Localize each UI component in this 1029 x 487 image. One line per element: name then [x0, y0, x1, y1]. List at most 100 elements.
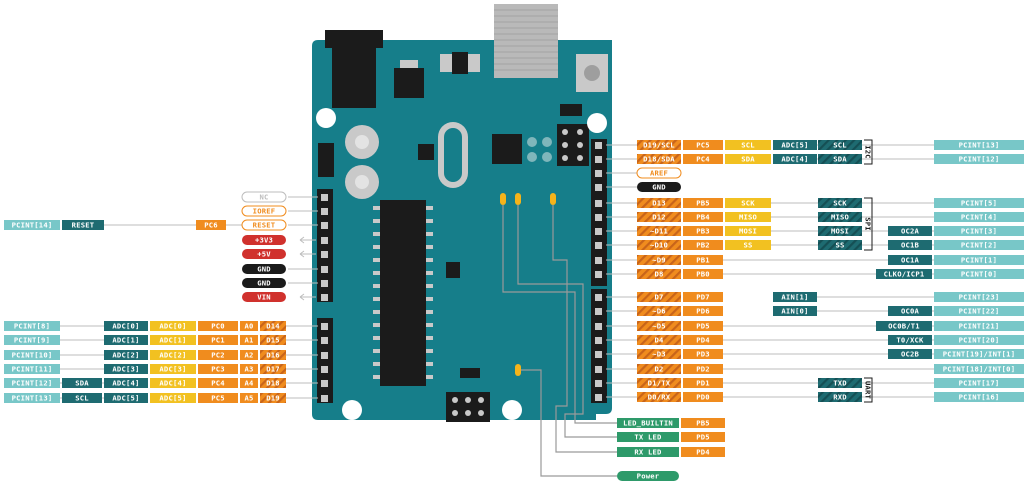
right-pin-0-bus-text: SCL — [833, 141, 847, 150]
right-pin-6-bus: MOSI — [818, 226, 862, 236]
left-analog-pin-4-alt: SDA — [62, 378, 102, 388]
left-analog-pin-1-a: A1 — [240, 335, 258, 345]
right-pin-2-name-text: AREF — [650, 169, 668, 178]
left-analog-pin-2-port-text: PC2 — [211, 351, 225, 360]
left-analog-pin-1-port-text: PC1 — [211, 336, 225, 345]
left-analog-pin-0-a: A0 — [240, 321, 258, 331]
left-power-pin-0-text: NC — [259, 193, 268, 202]
left-analog-pin-4-adc2-text: ADC[4] — [159, 379, 186, 388]
left-analog-pin-0-adc-text: ADC[0] — [112, 322, 139, 331]
left-power-pin-2: RESET — [241, 219, 287, 231]
left-analog-pin-3-pcint: PCINT[11] — [4, 364, 60, 374]
header-digital-low — [591, 289, 607, 403]
right-pin-10-pcint-text: PCINT[23] — [959, 293, 1000, 302]
right-pin-12-port: PD5 — [683, 321, 723, 331]
right-pin-10-adc: AIN[1] — [773, 292, 817, 302]
right-pin-12-timer-text: OC0B/T1 — [888, 322, 920, 331]
left-power-pin-7-text: VIN — [257, 293, 271, 302]
right-pin-2-name: AREF — [636, 167, 682, 179]
left-analog-pin-5-d-text: D19 — [266, 394, 280, 403]
right-pin-9-name-text: D8 — [654, 270, 663, 279]
right-pin-8-name-text: ~D9 — [652, 256, 666, 265]
led-label-0-text: LED_BUILTIN — [623, 419, 673, 428]
left-analog-pin-4-adc: ADC[4] — [104, 378, 148, 388]
right-pin-0-bus: SCL — [818, 140, 862, 150]
right-pin-15-pcint-text: PCINT[18]/INT[0] — [943, 365, 1015, 374]
right-pin-13-port: PD4 — [683, 335, 723, 345]
right-pin-7-name-text: ~D10 — [650, 241, 668, 250]
left-power-pcint-2: PCINT[14] — [4, 220, 60, 230]
right-pin-4-func-text: SCK — [741, 199, 755, 208]
left-analog-pin-3-pcint-text: PCINT[11] — [12, 365, 53, 374]
right-pin-13-timer: T0/XCK — [888, 335, 932, 345]
right-pin-7-port-text: PB2 — [696, 241, 710, 250]
right-pin-0-port-text: PC5 — [696, 141, 710, 150]
left-power-pin-6-text: GND — [257, 279, 271, 288]
left-analog-pin-3-a-text: A3 — [244, 365, 253, 374]
right-pin-1-name: D18/SDA — [637, 154, 681, 164]
right-pin-9-timer-text: CLKO/ICP1 — [884, 270, 925, 279]
right-pin-14-pcint: PCINT[19]/INT[1] — [934, 349, 1024, 359]
left-analog-pin-3-adc2-text: ADC[3] — [159, 365, 186, 374]
left-analog-pin-2-adc: ADC[2] — [104, 350, 148, 360]
left-analog-pin-4-port: PC4 — [198, 378, 238, 388]
right-pin-5-port-text: PB4 — [696, 213, 710, 222]
right-pin-14-timer: OC2B — [888, 349, 932, 359]
left-analog-pin-5-pcint: PCINT[13] — [4, 393, 60, 403]
right-pin-8-timer: OC1A — [888, 255, 932, 265]
right-pin-0-port: PC5 — [683, 140, 723, 150]
power-jack — [325, 30, 383, 48]
left-analog-pin-3-d: D17 — [260, 364, 286, 374]
right-pin-0-adc: ADC[5] — [773, 140, 817, 150]
right-pin-14-pcint-text: PCINT[19]/INT[1] — [943, 350, 1015, 359]
right-pin-9-pcint-text: PCINT[0] — [961, 270, 997, 279]
right-pin-1-adc: ADC[4] — [773, 154, 817, 164]
right-pin-11-pcint: PCINT[22] — [934, 306, 1024, 316]
left-power-pin-4: +5V — [242, 249, 286, 259]
right-pin-15-pcint: PCINT[18]/INT[0] — [934, 364, 1024, 374]
right-pin-1-port-text: PC4 — [696, 155, 710, 164]
led-port-2: PD4 — [681, 447, 725, 457]
right-pin-6-name-text: ~D11 — [650, 227, 668, 236]
led-marker-3 — [515, 364, 521, 376]
right-pin-1-adc-text: ADC[4] — [781, 155, 808, 164]
right-pin-16-port-text: PD1 — [696, 379, 710, 388]
left-analog-pin-5-a-text: A5 — [244, 394, 253, 403]
right-pin-4-bus-text: SCK — [833, 199, 847, 208]
left-analog-pin-2-d: D16 — [260, 350, 286, 360]
left-analog-pin-1-adc: ADC[1] — [104, 335, 148, 345]
left-analog-pin-3-port-text: PC3 — [211, 365, 225, 374]
right-pin-17-port: PD0 — [683, 392, 723, 402]
right-pin-1-name-text: D18/SDA — [643, 155, 675, 164]
left-analog-pin-1-adc-text: ADC[1] — [112, 336, 139, 345]
right-pin-5-port: PB4 — [683, 212, 723, 222]
left-analog-pin-4-alt-text: SDA — [75, 379, 89, 388]
left-analog-pin-2-adc2-text: ADC[2] — [159, 351, 186, 360]
right-pin-6-port-text: PB3 — [696, 227, 710, 236]
led-port-1-text: PD5 — [696, 433, 710, 442]
right-pin-15-port-text: PD2 — [696, 365, 710, 374]
right-pin-9-name: D8 — [637, 269, 681, 279]
right-pin-6-pcint: PCINT[3] — [934, 226, 1024, 236]
right-pin-16-bus-text: TXD — [833, 379, 847, 388]
left-power-pin-5: GND — [242, 264, 286, 274]
right-pin-11-adc: AIN[0] — [773, 306, 817, 316]
right-pin-4-name-text: D13 — [652, 199, 666, 208]
left-analog-pin-5-pcint-text: PCINT[13] — [12, 394, 53, 403]
right-pin-17-pcint-text: PCINT[16] — [959, 393, 1000, 402]
right-pin-16-port: PD1 — [683, 378, 723, 388]
left-analog-pin-4-port-text: PC4 — [211, 379, 225, 388]
right-pin-12-name: ~D5 — [637, 321, 681, 331]
right-pin-1-pcint: PCINT[12] — [934, 154, 1024, 164]
left-analog-pin-5-adc-text: ADC[5] — [112, 394, 139, 403]
right-pin-7-pcint-text: PCINT[2] — [961, 241, 997, 250]
left-analog-pin-5-port-text: PC5 — [211, 394, 225, 403]
left-power-alt-2-text: RESET — [72, 221, 95, 230]
right-pin-13-name: D4 — [637, 335, 681, 345]
right-pin-0-name: D19/SCL — [637, 140, 681, 150]
right-pin-13-pcint: PCINT[20] — [934, 335, 1024, 345]
led-label-0: LED_BUILTIN — [617, 418, 679, 428]
led-port-2-text: PD4 — [696, 448, 710, 457]
right-pin-8-name: ~D9 — [637, 255, 681, 265]
right-pin-6-name: ~D11 — [637, 226, 681, 236]
